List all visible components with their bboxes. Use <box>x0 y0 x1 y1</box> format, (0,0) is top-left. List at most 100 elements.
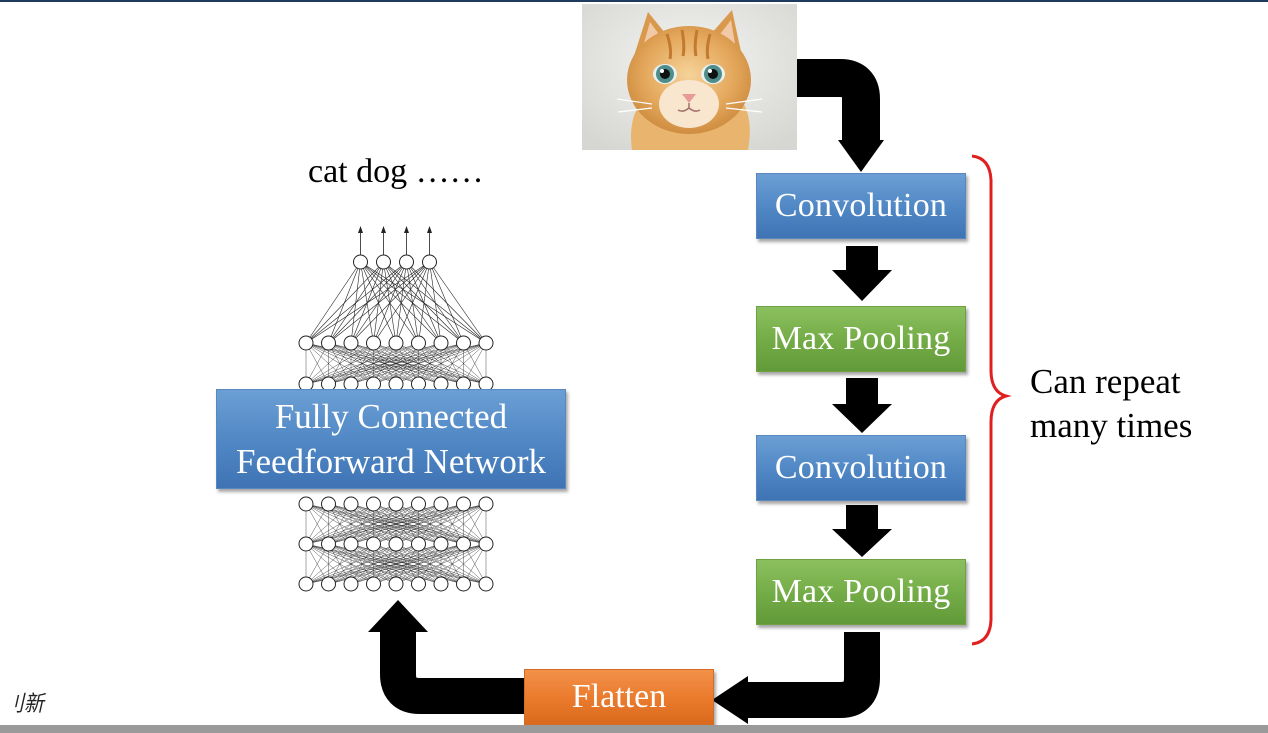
network-edge <box>440 543 487 585</box>
repeat-line1: Can repeat <box>1030 362 1181 401</box>
network-edge <box>373 261 430 344</box>
network-edge <box>305 543 374 585</box>
max-pooling-label-1: Max Pooling <box>771 320 951 357</box>
network-edge <box>418 261 430 344</box>
network-edge <box>305 543 352 585</box>
network-edge <box>305 543 487 585</box>
network-node <box>298 536 314 552</box>
corner-mark: 刂新 <box>4 692 44 717</box>
network-node <box>433 576 449 592</box>
network-edge <box>440 503 487 545</box>
cat-input-image <box>582 4 797 150</box>
network-node <box>422 254 437 270</box>
network-edge <box>305 543 419 585</box>
network-node <box>353 254 368 270</box>
network-node <box>478 335 494 351</box>
network-edge <box>328 503 487 545</box>
network-edge <box>395 261 430 344</box>
network-edge <box>305 342 397 385</box>
network-node <box>298 335 314 351</box>
arrow-pooling-to-convolution <box>832 378 892 433</box>
arrow-pooling-to-flatten <box>712 632 880 724</box>
network-edge <box>395 543 487 585</box>
network-edge <box>373 342 487 385</box>
network-edge <box>395 503 487 545</box>
network-edge <box>328 543 487 585</box>
network-edge <box>373 503 487 545</box>
network-edge <box>305 261 407 344</box>
network-node <box>343 576 359 592</box>
network-edge <box>429 261 464 344</box>
repeat-annotation: Can repeat many times <box>1030 360 1192 448</box>
network-edge <box>305 503 329 545</box>
network-node <box>321 496 336 512</box>
network-node <box>388 335 404 351</box>
network-edge <box>305 261 430 344</box>
output-class-labels: cat dog …… <box>308 153 484 190</box>
flatten-box: Flatten <box>524 669 714 725</box>
network-edge <box>305 342 374 385</box>
network-node <box>343 536 359 552</box>
network-edge <box>418 543 487 585</box>
network-node <box>399 254 414 270</box>
output-arrow-head <box>404 226 409 233</box>
network-edge <box>305 503 464 545</box>
top-rule <box>0 0 1268 2</box>
arrow-convolution-to-pooling-1 <box>832 246 892 301</box>
convolution-box-1: Convolution <box>756 173 966 239</box>
repeat-line2: many times <box>1030 406 1193 445</box>
arrow-flatten-to-network <box>368 600 524 714</box>
network-edge <box>328 342 487 385</box>
network-node <box>366 496 381 512</box>
output-arrow-head <box>358 226 363 233</box>
network-edge <box>305 261 361 344</box>
fc-label-line2: Feedforward Network <box>235 442 547 481</box>
network-edge <box>305 342 464 385</box>
network-node <box>478 536 494 552</box>
network-node <box>456 496 471 512</box>
network-node <box>478 576 494 592</box>
network-edge <box>418 342 487 385</box>
network-edge <box>305 503 374 545</box>
network-edge <box>395 342 487 385</box>
network-node <box>298 576 314 592</box>
network-edge <box>463 503 487 545</box>
network-edge <box>429 261 487 344</box>
output-arrow-head <box>381 226 386 233</box>
network-edge <box>429 261 442 344</box>
output-arrow-head <box>427 226 432 233</box>
convolution-label-2: Convolution <box>774 449 948 486</box>
network-edge <box>305 261 384 344</box>
arrow-convolution-to-pooling-2 <box>832 505 892 557</box>
network-edge <box>305 503 352 545</box>
network-edge <box>440 342 487 385</box>
network-node <box>321 335 336 351</box>
arrow-image-to-convolution <box>797 59 884 172</box>
repeat-brace <box>971 154 1012 646</box>
network-node <box>411 536 426 552</box>
network-node <box>433 496 449 512</box>
network-node <box>388 536 404 552</box>
network-node <box>433 335 449 351</box>
network-edge <box>350 261 430 344</box>
network-edge <box>305 342 487 385</box>
network-node <box>321 536 336 552</box>
network-node <box>388 576 404 592</box>
convolution-label-1: Convolution <box>774 187 948 224</box>
network-edge <box>305 342 419 385</box>
network-node <box>376 254 391 270</box>
network-edge <box>418 503 487 545</box>
network-node <box>411 335 426 351</box>
network-edge <box>305 503 419 545</box>
flatten-label: Flatten <box>571 678 667 715</box>
bottom-bar <box>0 725 1268 733</box>
network-edge <box>305 543 329 585</box>
network-node <box>478 496 494 512</box>
network-edge <box>463 543 487 585</box>
network-edge <box>328 261 430 344</box>
network-node <box>366 576 381 592</box>
network-node <box>433 536 449 552</box>
network-graph <box>298 226 494 592</box>
max-pooling-box-1: Max Pooling <box>756 306 966 372</box>
